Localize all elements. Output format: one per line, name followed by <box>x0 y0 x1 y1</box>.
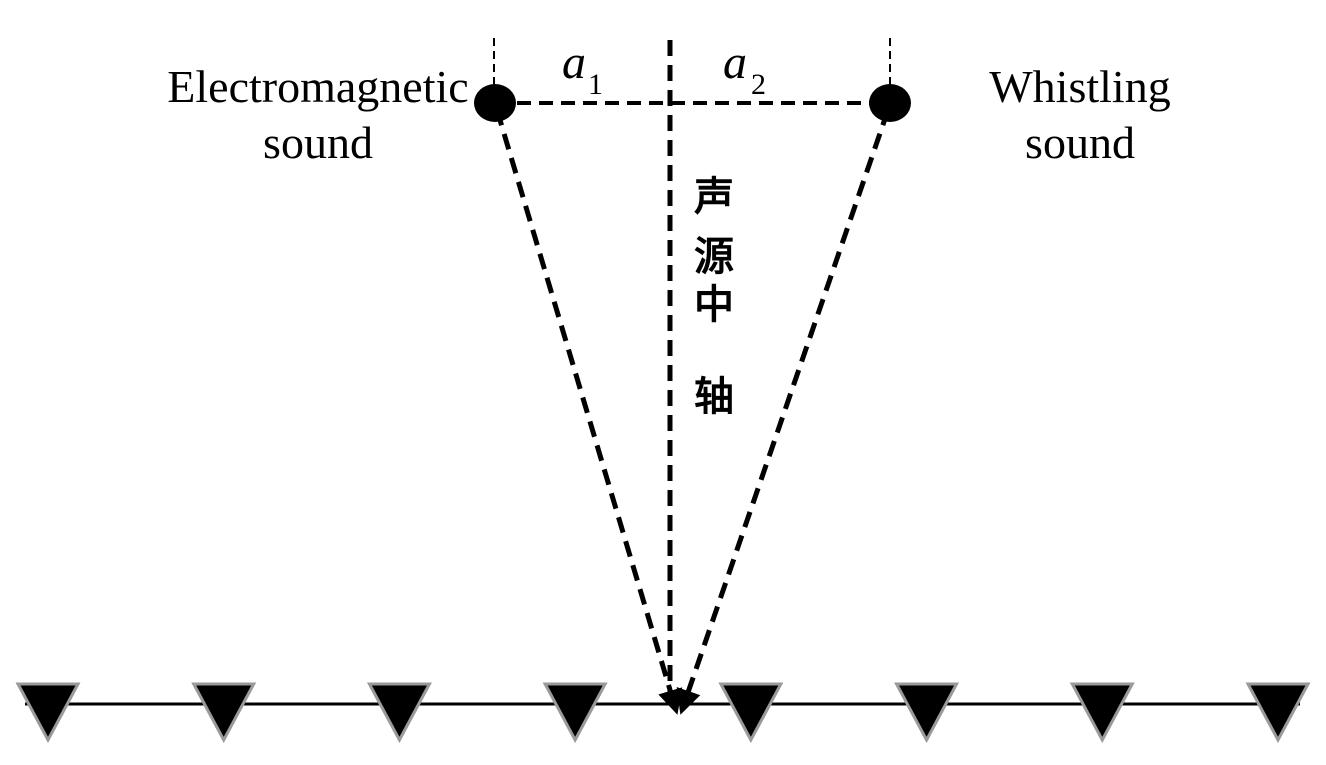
a1-label: a 1 <box>562 36 603 101</box>
right-source-label-line2: sound <box>1025 117 1135 168</box>
left-source-label-line2: sound <box>263 117 373 168</box>
sensor-triangle <box>191 682 257 744</box>
sensor-triangle <box>366 682 432 744</box>
left-source-label-line1: Electromagnetic <box>167 61 468 112</box>
right-ray-arrow <box>676 109 891 715</box>
sensor-triangle <box>718 682 784 744</box>
whistling-source-dot <box>869 84 911 122</box>
right-source-label-line1: Whistling <box>989 61 1170 112</box>
left-ray-arrow <box>494 109 683 715</box>
svg-text:a: a <box>723 36 747 89</box>
sensor-array <box>15 682 1311 744</box>
sensor-triangle <box>1245 682 1311 744</box>
svg-text:1: 1 <box>588 68 603 101</box>
sensor-triangle <box>894 682 960 744</box>
svg-text:a: a <box>562 36 586 89</box>
a2-label: a 2 <box>723 36 766 101</box>
vertical-text-glyph: 声 <box>694 174 734 220</box>
electromagnetic-source-dot <box>474 84 516 122</box>
vertical-text-glyph: 源 <box>694 234 734 280</box>
vertical-text-glyph: 轴 <box>694 374 734 420</box>
sensor-triangle <box>1069 682 1135 744</box>
svg-text:2: 2 <box>751 68 766 101</box>
vertical-text-glyph: 中 <box>694 282 734 328</box>
sensor-triangle <box>15 682 81 744</box>
sensor-triangle <box>542 682 608 744</box>
